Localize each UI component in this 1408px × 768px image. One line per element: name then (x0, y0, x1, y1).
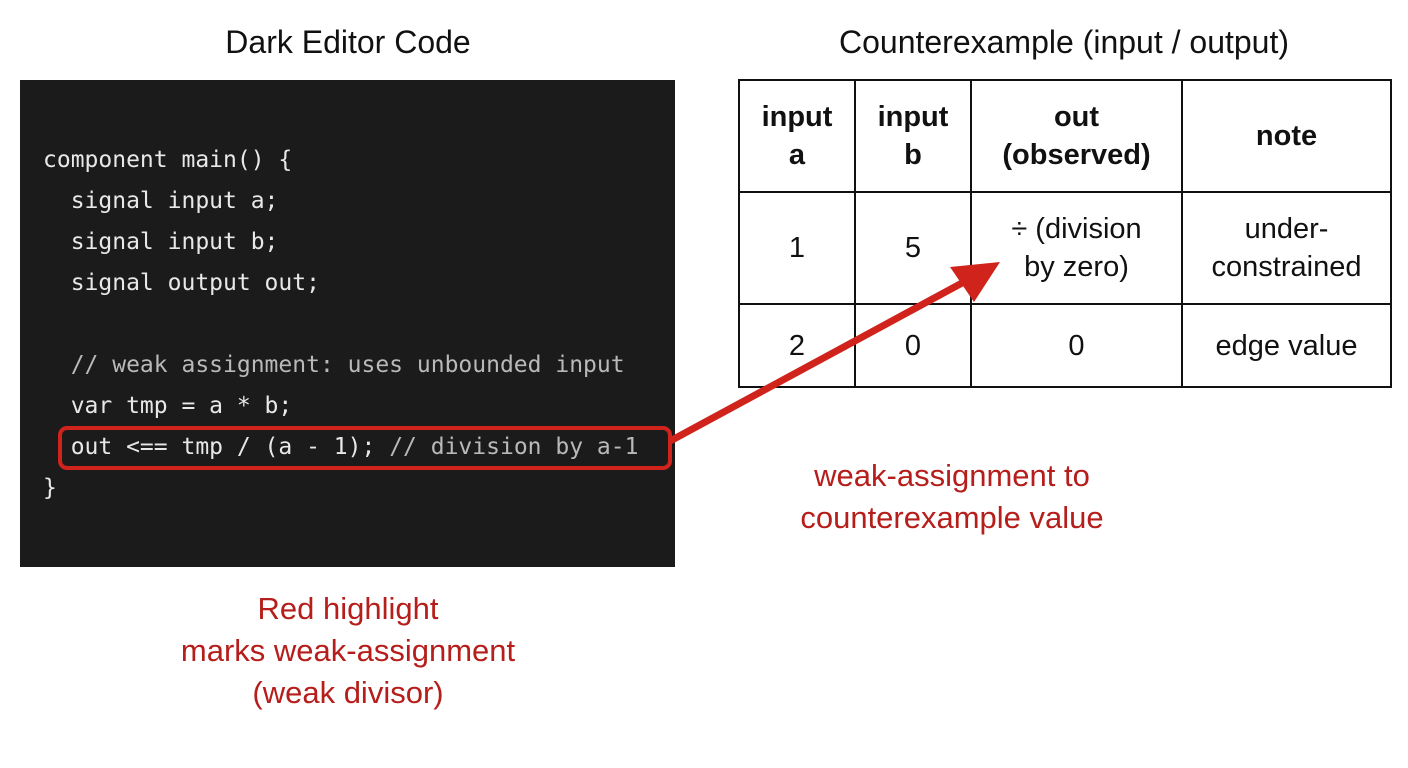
cell-input-a: 1 (738, 191, 856, 305)
header-out-observed: out(observed) (970, 79, 1183, 193)
code-panel-title: Dark Editor Code (225, 24, 471, 60)
code-line-8-highlighted: out <== tmp / (a - 1); // division by a-… (43, 432, 639, 462)
code-line-3: signal input b; (43, 229, 279, 255)
cell-input-a: 2 (738, 303, 856, 388)
table-row: 2 0 0 edge value (738, 303, 1392, 388)
code-line-6-comment: // weak assignment: uses unbounded input (43, 352, 625, 378)
code-line-9: } (43, 475, 57, 501)
cell-note: edge value (1181, 303, 1392, 388)
header-note: note (1181, 79, 1392, 193)
code-line-7: var tmp = a * b; (43, 393, 293, 419)
code-line-8-comment: // division by a-1 (375, 434, 639, 460)
table-panel-title: Counterexample (input / output) (838, 24, 1290, 60)
code-line-2: signal input a; (43, 188, 279, 214)
code-line-1: component main() { (43, 147, 293, 173)
code-line-4: signal output out; (43, 270, 320, 296)
cell-out-observed: 0 (970, 303, 1183, 388)
cell-input-b: 0 (854, 303, 972, 388)
arrow-caption: weak-assignment to counterexample value (800, 458, 1104, 535)
weak-assignment-highlight (58, 426, 672, 470)
code-editor: component main() { signal input a; signa… (20, 80, 675, 567)
cell-input-b: 5 (854, 191, 972, 305)
code-line-8-statement: out <== tmp / (a - 1); (43, 434, 376, 460)
cell-note: under-constrained (1181, 191, 1392, 305)
highlight-caption: Red highlight marks weak-assignment (wea… (180, 591, 516, 710)
